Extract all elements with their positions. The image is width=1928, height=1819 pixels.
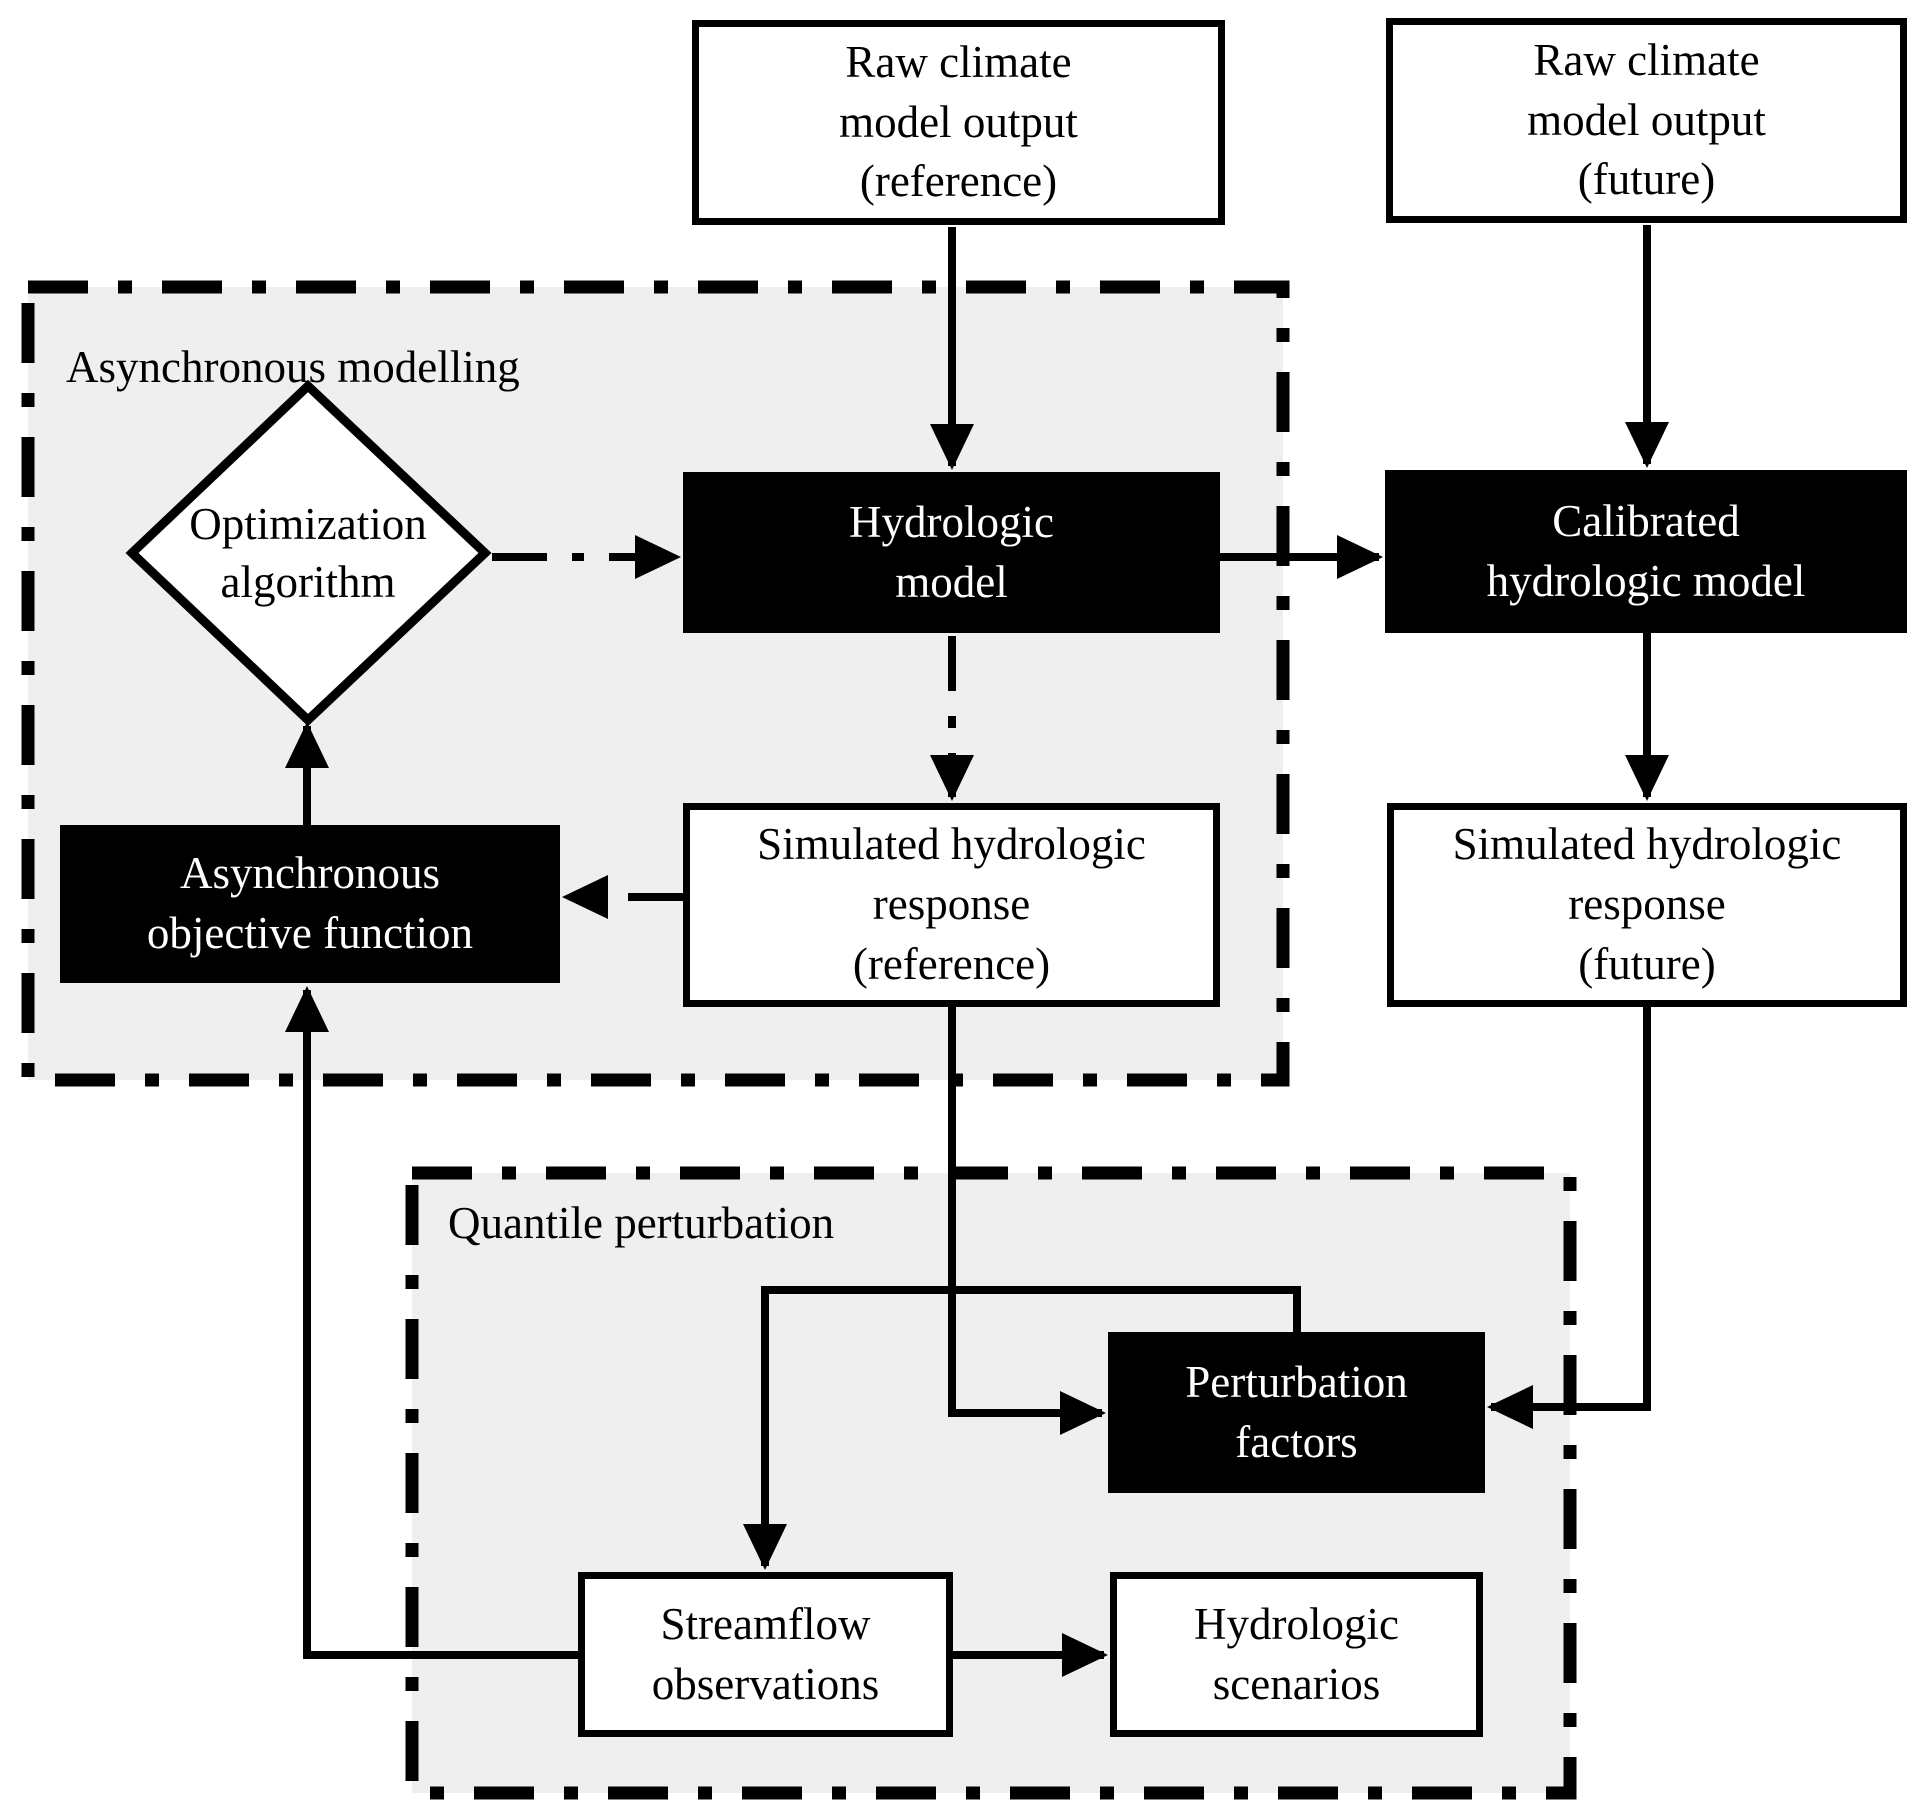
node-hydrologic-model: Hydrologic model [683, 472, 1220, 633]
region-label-asynchronous-modelling: Asynchronous modelling [66, 342, 520, 392]
node-asynchronous-objective-function: Asynchronous objective function [60, 825, 560, 983]
node-simulated-response-reference: Simulated hydrologic response (reference… [683, 803, 1220, 1007]
edge-simreference-to-perturbationfactors [948, 1007, 1106, 1435]
decision-diamond-shape [125, 379, 492, 727]
node-calibrated-hydrologic-model: Calibrated hydrologic model [1385, 470, 1907, 633]
node-raw-climate-future: Raw climate model output (future) [1386, 18, 1907, 223]
node-perturbation-factors: Perturbation factors [1108, 1332, 1485, 1493]
node-streamflow-observations: Streamflow observations [578, 1572, 953, 1737]
edge-perturbationfactors-to-streamflow [743, 1286, 1301, 1570]
node-hydrologic-scenarios: Hydrologic scenarios [1110, 1572, 1483, 1737]
edge-streamflow-to-objectivefunction [285, 986, 578, 1659]
node-raw-climate-reference: Raw climate model output (reference) [692, 20, 1225, 225]
edge-simfuture-to-perturbationfactors [1487, 1007, 1651, 1429]
node-simulated-response-future: Simulated hydrologic response (future) [1387, 803, 1907, 1007]
node-optimization-algorithm: Optimization algorithm [189, 498, 427, 608]
region-label-quantile-perturbation: Quantile perturbation [448, 1198, 835, 1248]
